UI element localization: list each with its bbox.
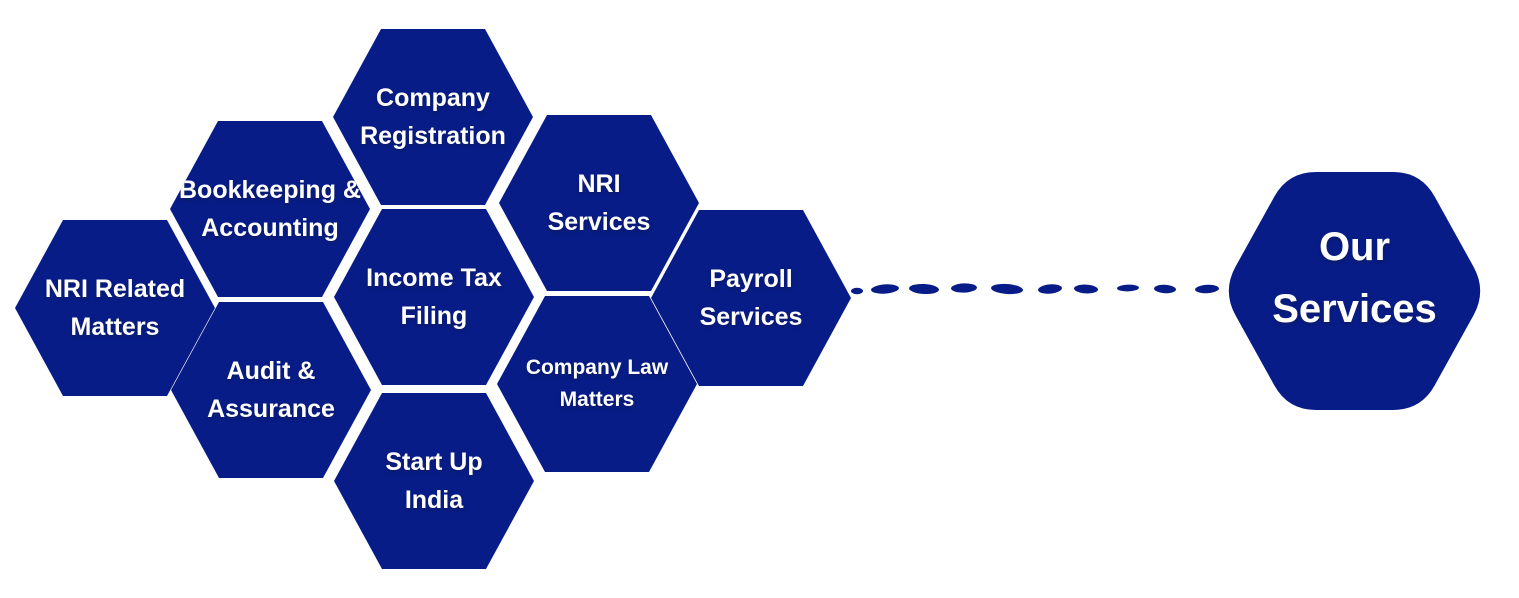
hub-node-our-services: Our Services: [1222, 172, 1487, 410]
startup-india-label: Start Up India: [385, 448, 483, 514]
income-tax-filing-label: Income Tax Filing: [366, 264, 502, 330]
nri-services-label: NRI Services: [547, 170, 651, 236]
dashed-connector-line: [851, 283, 1219, 295]
hex-node-audit-assurance: Audit & Assurance: [171, 302, 371, 478]
rounded-hexagon-shape: [1228, 172, 1481, 410]
hex-node-income-tax-filing: Income Tax Filing: [334, 209, 534, 385]
hex-node-company-registration: Company Registration: [333, 29, 533, 205]
hex-node-nri-related-matters: NRI Related Matters: [15, 220, 215, 396]
hex-node-payroll-services: Payroll Services: [651, 210, 851, 386]
connector-dashes: [851, 283, 1219, 295]
hex-node-company-law-matters: Company Law Matters: [497, 296, 697, 472]
payroll-services-label: Payroll Services: [699, 265, 803, 331]
nri-related-matters-label: NRI Related Matters: [44, 275, 186, 341]
our-services-label: Our Services: [1272, 225, 1437, 331]
hex-node-bookkeeping-accounting: Bookkeeping & Accounting: [170, 121, 370, 297]
hex-node-nri-services: NRI Services: [499, 115, 699, 291]
company-registration-label: Company Registration: [360, 84, 506, 150]
company-law-matters-label: Company Law Matters: [525, 356, 669, 411]
bookkeeping-accounting-label: Bookkeeping & Accounting: [179, 176, 361, 242]
hex-node-startup-india: Start Up India: [334, 393, 534, 569]
audit-assurance-label: Audit & Assurance: [207, 357, 335, 423]
